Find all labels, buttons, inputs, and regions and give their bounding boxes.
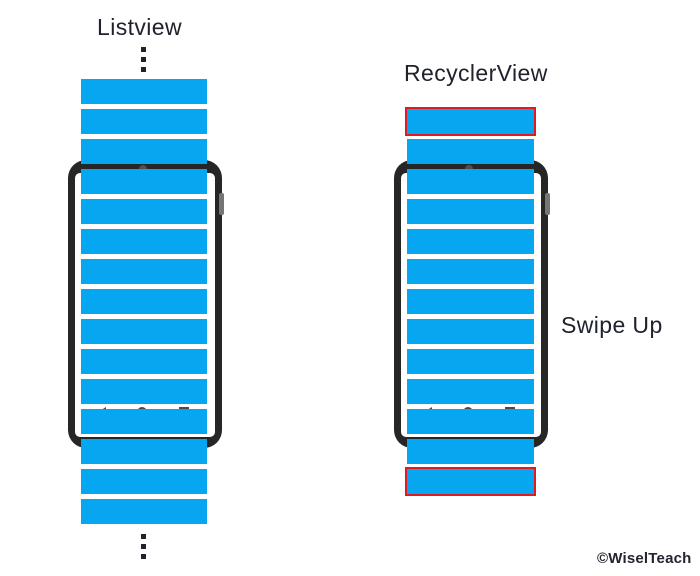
list-item-bar [81,79,207,104]
list-item-bar [407,199,534,224]
side-button [545,193,550,215]
list-item-bar [407,409,534,434]
list-item-bar [407,439,534,464]
list-item-bar [407,349,534,374]
listview-item-stack [81,79,207,524]
list-item-bar [407,139,534,164]
listview-overflow-dots-bottom [141,534,146,559]
recyclerview-title: RecyclerView [404,60,548,86]
list-item-bar [407,229,534,254]
list-item-bar [81,409,207,434]
list-item-bar [81,499,207,524]
list-item-bar [407,289,534,314]
ellipsis-dot-icon [141,534,146,539]
ellipsis-dot-icon [141,544,146,549]
list-item-bar [407,319,534,344]
listview-title: Listview [97,14,183,40]
list-item-bar [81,229,207,254]
list-item-bar [81,139,207,164]
list-item-bar [81,199,207,224]
list-item-bar [81,169,207,194]
recycled-item-bar [405,107,536,136]
side-button [219,193,224,215]
list-item-bar [81,469,207,494]
list-item-bar [81,319,207,344]
list-item-bar [81,109,207,134]
list-item-bar [81,349,207,374]
ellipsis-dot-icon [141,57,146,62]
ellipsis-dot-icon [141,47,146,52]
list-item-bar [81,259,207,284]
list-item-bar [407,169,534,194]
ellipsis-dot-icon [141,554,146,559]
list-item-bar [407,379,534,404]
watermark: ©WiselTeach [597,550,692,567]
recycled-item-bar [405,467,536,496]
list-item-bar [81,289,207,314]
ellipsis-dot-icon [141,67,146,72]
list-item-bar [81,439,207,464]
listview-overflow-dots-top [141,47,146,72]
recyclerview-item-stack [405,107,536,496]
list-item-bar [81,379,207,404]
swipe-up-label: Swipe Up [561,312,663,338]
list-item-bar [407,259,534,284]
